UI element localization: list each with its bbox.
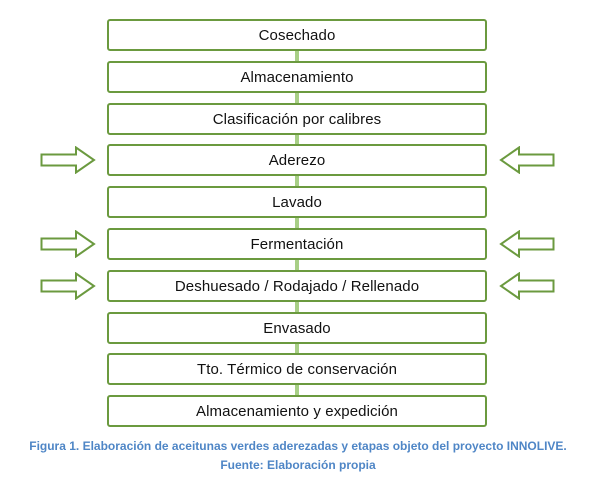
flow-connector [295,385,299,395]
left-arrow-outline-icon [499,146,555,174]
process-step: Lavado [107,186,487,218]
process-step-label: Clasificación por calibres [212,110,382,128]
flow-connector [295,135,299,144]
left-arrow-outline-icon [499,272,555,300]
right-arrow-outline-icon [40,272,96,300]
process-step: Deshuesado / Rodajado / Rellenado [107,270,487,302]
process-step-label: Almacenamiento y expedición [196,402,398,420]
process-step: Aderezo [107,144,487,176]
figure-caption: Figura 1. Elaboración de aceitunas verde… [29,439,567,453]
process-step-label: Almacenamiento [240,68,354,86]
flow-connector [295,176,299,186]
process-step-label: Envasado [263,319,331,337]
process-step-label: Tto. Térmico de conservación [196,360,398,378]
process-step: Clasificación por calibres [107,103,487,135]
process-step: Envasado [107,312,487,344]
process-step-label: Deshuesado / Rodajado / Rellenado [174,277,420,295]
flow-connector [295,302,299,312]
process-step-label: Cosechado [258,26,336,44]
flow-connector [295,51,299,61]
flow-connector [295,344,299,353]
right-arrow-outline-icon [40,230,96,258]
process-step-label: Fermentación [250,235,344,253]
right-arrow-outline-icon [40,146,96,174]
flow-connector [295,260,299,270]
process-step-label: Aderezo [268,151,326,169]
process-step-label: Lavado [272,193,322,211]
flow-connector [295,93,299,103]
flow-connector [295,218,299,228]
figure-source: Fuente: Elaboración propia [220,458,376,472]
left-arrow-outline-icon [499,230,555,258]
process-step: Cosechado [107,19,487,51]
process-step: Tto. Térmico de conservación [107,353,487,385]
process-step: Almacenamiento [107,61,487,93]
process-step: Almacenamiento y expedición [107,395,487,427]
process-step: Fermentación [107,228,487,260]
